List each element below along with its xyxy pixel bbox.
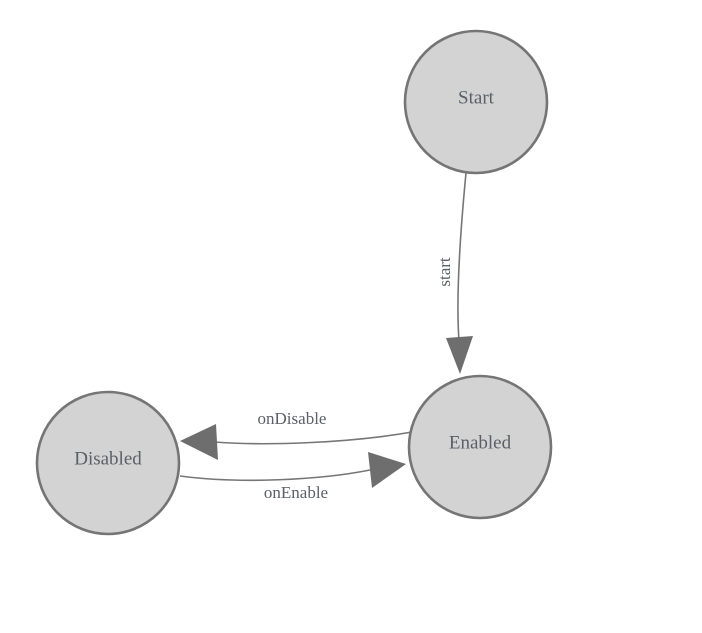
node-disabled-label: Disabled <box>74 448 142 469</box>
edge-onenable-line <box>179 469 371 482</box>
edge-start-arrowhead <box>446 336 473 374</box>
node-disabled[interactable]: Disabled <box>35 390 181 536</box>
edge-onenable-label: onEnable <box>264 483 328 502</box>
node-start-circle <box>403 29 549 175</box>
edge-ondisable-arrowhead <box>180 424 218 460</box>
edge-enabled-to-disabled[interactable]: onDisable <box>180 409 413 460</box>
node-enabled-label: Enabled <box>449 432 512 453</box>
node-enabled[interactable]: Enabled <box>407 374 553 520</box>
edge-ondisable-line <box>213 431 413 445</box>
edge-start-to-enabled[interactable]: start <box>435 172 473 374</box>
node-start-label: Start <box>458 87 495 108</box>
edge-ondisable-label: onDisable <box>258 409 327 428</box>
edge-start-label: start <box>435 257 454 287</box>
edge-start-line <box>457 172 467 342</box>
node-disabled-circle <box>35 390 181 536</box>
edge-disabled-to-enabled[interactable]: onEnable <box>179 452 406 502</box>
edge-onenable-arrowhead <box>368 452 406 488</box>
node-enabled-circle <box>407 374 553 520</box>
node-start[interactable]: Start <box>403 29 549 175</box>
